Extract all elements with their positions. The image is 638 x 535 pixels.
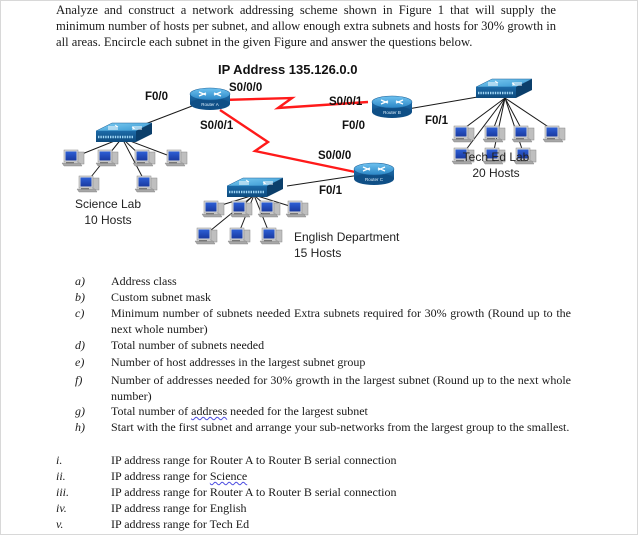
question-text: Minimum number of subnets needed Extra s…	[111, 306, 571, 336]
router-b: Router B	[371, 95, 413, 119]
tech-lab-hosts: 20 Hosts	[472, 166, 519, 180]
router-c-label: Router C	[365, 177, 384, 182]
english-switch	[225, 176, 285, 199]
network-diagram: Router A Router B Router C IP Address 13…	[61, 62, 566, 260]
router-b-label: Router B	[383, 110, 401, 115]
router-b-f00-label: F0/0	[342, 120, 365, 132]
question-text: Address class	[111, 274, 177, 288]
question-text: Custom subnet mask	[111, 290, 212, 304]
spellcheck-word: Science	[209, 469, 248, 483]
question-text-part: Total number of	[111, 404, 192, 418]
router-c-s000-label: S0/0/0	[318, 150, 351, 162]
subitem-text-part: IP address range for	[111, 469, 210, 483]
subitem-text: IP address range for Router A to Router …	[111, 485, 397, 499]
science-lab-hosts: 10 Hosts	[84, 213, 131, 227]
intro-paragraph: Analyze and construct a network addressi…	[56, 3, 556, 50]
science-switch	[94, 121, 154, 144]
router-a-label: Router A	[201, 102, 219, 107]
tech-switch	[474, 77, 534, 100]
question-text: Number of addresses needed for 30% growt…	[111, 373, 571, 403]
science-lab-name: Science Lab	[75, 197, 141, 211]
question-marker: e)	[75, 355, 85, 369]
question-text: Start with the first subnet and arrange …	[111, 420, 570, 434]
subitem-marker: v.	[56, 517, 64, 531]
subitem-marker: ii.	[56, 469, 66, 483]
subitem-marker: iv.	[56, 501, 67, 515]
question-text: Number of host addresses in the largest …	[111, 355, 366, 369]
question-text-part: needed for the largest subnet	[227, 404, 368, 418]
english-dept-hosts: 15 Hosts	[294, 246, 341, 260]
subitem-marker: iii.	[56, 485, 70, 499]
router-b-s001-label: S0/0/1	[329, 96, 363, 108]
router-a-s000-label: S0/0/0	[229, 82, 262, 94]
science-pcs	[61, 149, 188, 193]
subitem-text: IP address range for Router A to Router …	[111, 453, 397, 467]
spellcheck-word: address	[191, 404, 228, 418]
router-b-f01-label: F0/1	[425, 115, 449, 127]
router-c: Router C	[353, 162, 395, 186]
question-marker: d)	[75, 338, 85, 352]
question-marker: g)	[75, 404, 85, 418]
serial-links	[219, 96, 369, 175]
router-a-f00-label: F0/0	[145, 91, 168, 103]
question-marker: h)	[75, 420, 85, 434]
router-a-s001-label: S0/0/1	[200, 120, 234, 132]
router-a: Router A	[189, 87, 231, 111]
diagram-title: IP Address 135.126.0.0	[218, 62, 357, 77]
subitem-text: IP address range for Science	[111, 469, 247, 484]
english-dept-name: English Department	[294, 230, 400, 244]
question-text: Total number of subnets needed	[111, 338, 265, 352]
question-text: Total number of address needed for the l…	[111, 404, 571, 419]
question-marker: c)	[75, 306, 85, 320]
router-c-f01-label: F0/1	[319, 185, 343, 197]
english-pcs	[194, 200, 309, 245]
question-marker: f)	[75, 373, 83, 387]
question-marker: b)	[75, 290, 85, 304]
subitem-text: IP address range for English	[111, 501, 247, 515]
subitem-text: IP address range for Tech Ed	[111, 517, 250, 531]
subitem-marker: i.	[56, 453, 63, 467]
question-marker: a)	[75, 274, 85, 288]
tech-lab-name: Tech Ed Lab	[463, 150, 530, 164]
